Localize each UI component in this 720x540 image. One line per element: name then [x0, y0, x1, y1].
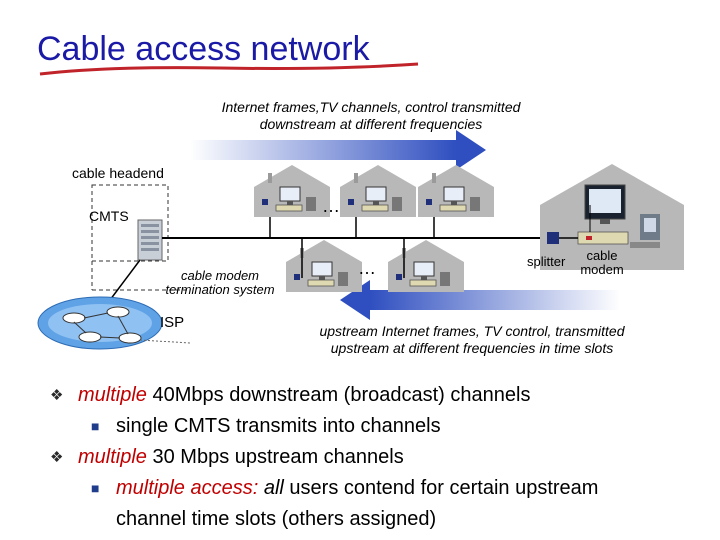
bullet-item: ❖ multiple 40Mbps downstream (broadcast) …	[48, 380, 708, 411]
diamond-bullet-icon: ❖	[50, 387, 64, 404]
ellipsis-bottom: …	[358, 258, 376, 278]
sub-bullet-text: users contend for certain upstream	[283, 477, 599, 499]
splitter-label: splitter	[527, 254, 566, 269]
house-bottom-1	[285, 239, 363, 293]
cmts-name-line1: cable modem	[180, 268, 260, 283]
downstream-caption-line1: Internet frames,TV channels, control tra…	[221, 99, 521, 115]
sub-bullet-item: ■ multiple access: all users contend for …	[48, 473, 708, 535]
house-top-3	[417, 164, 495, 218]
house-large	[540, 164, 684, 270]
sub-bullet-emphasis: all	[263, 477, 284, 499]
house-bottom-2	[387, 239, 465, 293]
isp-label: ISP	[160, 314, 185, 331]
sub-bullet-item: ■ single CMTS transmits into channels	[48, 411, 708, 442]
isp-network	[37, 296, 191, 350]
cmts-name-line2: termination system	[165, 282, 275, 297]
sub-bullet-text: single CMTS transmits into channels	[116, 415, 441, 437]
title-underline	[39, 62, 419, 76]
upstream-arrow	[340, 280, 620, 320]
upstream-caption-line1: upstream Internet frames, TV control, tr…	[319, 323, 625, 339]
cmts-label: CMTS	[89, 208, 129, 224]
cmts-rack	[137, 219, 163, 261]
cable-modem-line2: modem	[580, 262, 624, 277]
bullet-lead: multiple	[78, 446, 147, 468]
house-top-2	[339, 164, 417, 218]
square-bullet-icon: ■	[91, 418, 100, 434]
sub-bullet-lead: multiple access:	[116, 477, 259, 499]
bullet-item: ❖ multiple 30 Mbps upstream channels	[48, 442, 708, 473]
bullet-text: 40Mbps downstream (broadcast) channels	[146, 384, 531, 406]
bullet-text: 30 Mbps upstream channels	[146, 446, 404, 468]
sub-bullet-text-line2: channel time slots (others assigned)	[116, 508, 437, 530]
downstream-arrow	[190, 130, 486, 170]
cmts-full-name: cable modem termination system	[160, 269, 280, 297]
isp-link	[109, 259, 141, 301]
downstream-caption: Internet frames,TV channels, control tra…	[196, 99, 546, 133]
cable-modem-line1: cable	[586, 248, 618, 263]
house-top-1	[253, 164, 331, 218]
square-bullet-icon: ■	[91, 480, 100, 496]
headend-box	[91, 184, 169, 262]
page-title: Cable access network	[37, 30, 370, 68]
cable-modem-label: cable modem	[576, 249, 628, 277]
downstream-caption-line2: downstream at different frequencies	[259, 116, 483, 132]
ellipsis-top: …	[322, 196, 340, 216]
bullet-list: ❖ multiple 40Mbps downstream (broadcast) …	[48, 380, 708, 535]
upstream-caption: upstream Internet frames, TV control, tr…	[292, 323, 652, 357]
upstream-caption-line2: upstream at different frequencies in tim…	[330, 340, 614, 356]
diamond-bullet-icon: ❖	[50, 449, 64, 466]
headend-label: cable headend	[72, 165, 164, 181]
bullet-lead: multiple	[78, 384, 147, 406]
cable-network-diagram	[37, 62, 684, 350]
splitter	[547, 232, 559, 244]
